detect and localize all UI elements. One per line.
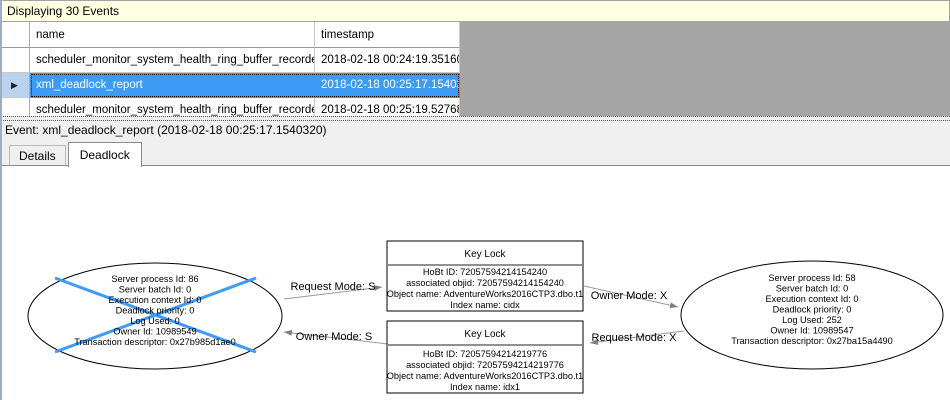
process-line: Owner Id: 10989549 <box>113 327 196 337</box>
row-cells[interactable]: scheduler_monitor_system_health_ring_buf… <box>30 48 460 73</box>
grid-detail-splitter[interactable] <box>0 116 950 121</box>
process-line: Deadlock priority: 0 <box>116 306 195 316</box>
process-line: Owner Id: 10989547 <box>770 326 853 336</box>
lock-title: Key Lock <box>464 329 506 340</box>
header-name[interactable]: name <box>30 22 315 48</box>
process-line: Server process Id: 86 <box>111 274 198 284</box>
edge-request-mode-s: Request Mode: S <box>283 281 383 300</box>
event-summary-text: Event: xml_deadlock_report (2018-02-18 0… <box>5 123 327 137</box>
resource-node-key-lock-1[interactable]: Key Lock HoBt ID: 72057594214154240 asso… <box>386 240 584 312</box>
process-line: Server batch Id: 0 <box>776 284 849 294</box>
lock-line: Object name: AdventureWorks2016CTP3.dbo.… <box>387 371 583 381</box>
row-cells[interactable]: scheduler_monitor_system_health_ring_buf… <box>30 98 460 116</box>
tab-details[interactable]: Details <box>9 145 66 166</box>
lock-line: HoBt ID: 72057594214219776 <box>423 349 547 359</box>
cell-timestamp[interactable]: 2018-02-18 00:25:17.1540320 <box>315 73 460 98</box>
edge-request-mode-x: Request Mode: X <box>589 330 685 345</box>
row-selector[interactable] <box>0 48 30 73</box>
edge-label: Owner Mode: X <box>591 290 668 302</box>
process-line: Execution context Id: 0 <box>109 295 202 305</box>
cell-name[interactable]: xml_deadlock_report <box>30 73 315 98</box>
row-selector[interactable] <box>0 98 30 116</box>
process-line: Execution context Id: 0 <box>766 294 859 304</box>
event-row-3[interactable]: scheduler_monitor_system_health_ring_buf… <box>0 98 950 116</box>
row-cells[interactable]: xml_deadlock_report 2018-02-18 00:25:17.… <box>30 73 460 98</box>
process-line: Server batch Id: 0 <box>119 285 192 295</box>
edge-label: Owner Mode: S <box>296 331 372 343</box>
process-line: Transaction descriptor: 0x27b985d1ae0 <box>74 337 236 347</box>
event-row-1[interactable]: scheduler_monitor_system_health_ring_buf… <box>0 48 950 73</box>
process-line: Deadlock priority: 0 <box>773 305 852 315</box>
cell-timestamp[interactable]: 2018-02-18 00:24:19.3516078 <box>315 48 460 73</box>
event-row-2-selected[interactable]: ▶ xml_deadlock_report 2018-02-18 00:25:1… <box>0 73 950 98</box>
edge-owner-mode-s: Owner Mode: S <box>283 329 389 345</box>
resource-node-key-lock-2[interactable]: Key Lock HoBt ID: 72057594214219776 asso… <box>386 320 584 394</box>
events-grid: name timestamp scheduler_monitor_system_… <box>0 22 950 116</box>
lock-line: Index name: idx1 <box>450 382 520 392</box>
events-count-label: Displaying 30 Events <box>7 4 120 18</box>
tab-deadlock[interactable]: Deadlock <box>67 142 142 167</box>
process-node-victim[interactable]: Server process Id: 86 Server batch Id: 0… <box>27 262 283 370</box>
cell-name[interactable]: scheduler_monitor_system_health_ring_buf… <box>30 48 315 73</box>
cell-name[interactable]: scheduler_monitor_system_health_ring_buf… <box>30 98 315 116</box>
lock-title: Key Lock <box>464 249 506 260</box>
edge-label: Request Mode: S <box>291 281 376 293</box>
lock-line: associated objid: 72057594214219776 <box>406 360 564 370</box>
deadlock-graph: Request Mode: S Owner Mode: S Owner Mode… <box>27 240 944 394</box>
detail-tabs: Details Deadlock <box>0 140 950 167</box>
process-node[interactable]: Server process Id: 58 Server batch Id: 0… <box>680 260 944 370</box>
process-line: Log Used: 252 <box>782 315 842 325</box>
window-left-border <box>0 0 2 400</box>
current-row-arrow-icon: ▶ <box>11 79 18 90</box>
lock-line: Object name: AdventureWorks2016CTP3.dbo.… <box>387 289 583 299</box>
process-line: Server process Id: 58 <box>768 273 855 283</box>
lock-line: associated objid: 72057594214154240 <box>406 278 564 288</box>
cell-timestamp[interactable]: 2018-02-18 00:25:19.5276859 <box>315 98 460 116</box>
process-line: Transaction descriptor: 0x27ba15a4490 <box>731 336 893 346</box>
process-line: Log Used: 0 <box>130 316 180 326</box>
edge-owner-mode-x: Owner Mode: X <box>583 285 679 309</box>
lock-line: Index name: cidx <box>450 300 520 310</box>
victim-cross-line <box>54 276 257 354</box>
header-selector-cell <box>0 22 30 48</box>
header-timestamp[interactable]: timestamp <box>315 22 460 48</box>
event-summary-line: Event: xml_deadlock_report (2018-02-18 0… <box>0 121 950 140</box>
row-selector-current[interactable]: ▶ <box>0 73 30 98</box>
edge-label: Request Mode: X <box>592 332 678 344</box>
deadlock-graph-panel: Request Mode: S Owner Mode: S Owner Mode… <box>0 165 950 400</box>
events-count-bar: Displaying 30 Events <box>0 0 950 22</box>
grid-header-row: name timestamp <box>0 22 950 48</box>
lock-line: HoBt ID: 72057594214154240 <box>423 267 547 277</box>
